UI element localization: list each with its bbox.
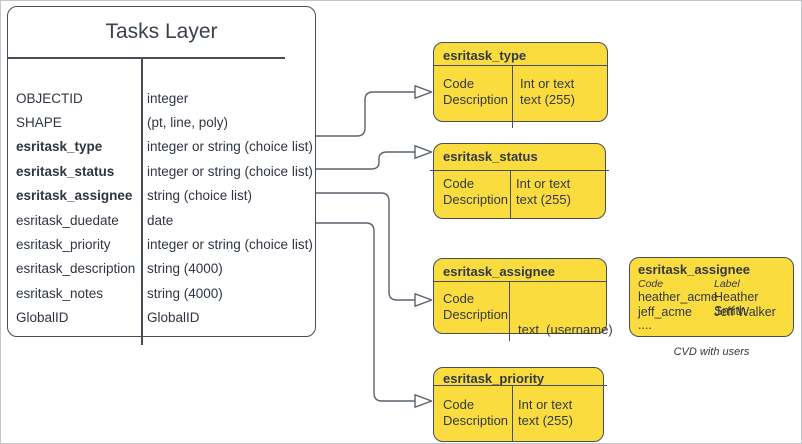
table-row: OBJECTID integer xyxy=(8,86,315,110)
connector-esritask-priority[interactable] xyxy=(316,222,433,408)
choice-box-esritask-assignee[interactable]: esritask_assignee Code Description text … xyxy=(433,258,613,384)
cell: text (255) xyxy=(518,412,573,428)
cell: Code xyxy=(443,76,475,91)
field-type: GlobalID xyxy=(147,310,200,326)
choice-box-title: esritask_assignee xyxy=(443,264,556,279)
table-row: esritask_status integer or string (choice… xyxy=(8,159,315,183)
cell: Int or text xyxy=(518,397,573,412)
field-type: integer or string (choice list) xyxy=(147,139,313,155)
choice-box-title: esritask_type xyxy=(443,48,527,63)
cvd-box-title: esritask_assignee xyxy=(638,262,751,277)
field-list: OBJECTID integer SHAPE (pt, line, poly) es… xyxy=(8,86,315,330)
connector-esritask-type[interactable] xyxy=(316,85,433,137)
type-column: Int or text text (255) xyxy=(516,176,571,207)
cell: Int or text xyxy=(516,176,571,191)
field-type: integer or string (choice list) xyxy=(147,163,313,179)
field-name: SHAPE xyxy=(16,115,62,131)
cell: Code xyxy=(443,291,475,306)
cvd-code-value: jeff_acme xyxy=(638,305,692,319)
choice-box-esritask-type[interactable]: esritask_type Code Description Int or te… xyxy=(433,42,608,128)
cell: text (username) xyxy=(518,322,613,337)
cell: text (255) xyxy=(520,91,575,107)
code-column: Code Description xyxy=(443,76,508,107)
cell: Code xyxy=(443,397,475,412)
field-type: date xyxy=(147,212,174,228)
field-type: string (choice list) xyxy=(147,188,253,204)
cvd-caption: CVD with users xyxy=(673,346,750,358)
field-type: integer or string (choice list) xyxy=(147,237,313,253)
cvd-label-value: Jeff Walker xyxy=(714,305,776,319)
table-row: esritask_notes string (4000) xyxy=(8,281,315,305)
field-name: esritask_notes xyxy=(16,285,104,301)
cvd-code-header: Code xyxy=(638,278,664,290)
open-arrow-icon xyxy=(414,145,433,159)
column-divider xyxy=(509,281,511,341)
cell: text (255) xyxy=(516,191,571,207)
choice-box-esritask-priority[interactable]: esritask_priority Code Description Int o… xyxy=(433,367,607,442)
table-row: esritask_priority integer or string (choi… xyxy=(8,232,315,256)
column-divider xyxy=(512,65,514,128)
field-type: (pt, line, poly) xyxy=(147,115,229,131)
column-divider xyxy=(512,385,514,441)
cell: Description xyxy=(443,412,509,428)
cvd-label-header: Label xyxy=(714,278,740,290)
cvd-code-value: heather_acme xyxy=(638,290,718,304)
field-name: esritask_type xyxy=(16,139,103,155)
field-name: esritask_duedate xyxy=(16,212,119,228)
table-row: esritask_assignee string (choice list) xyxy=(8,184,315,208)
cell: Description xyxy=(443,306,509,322)
header-divider xyxy=(430,170,609,172)
choice-box-esritask-status[interactable]: esritask_status Code Description Int or … xyxy=(430,143,609,219)
tasks-layer-table[interactable]: Tasks Layer OBJECTID integer SHAPE (pt, li… xyxy=(7,6,316,345)
choice-box-title: esritask_priority xyxy=(443,371,545,386)
field-name: GlobalID xyxy=(16,310,69,326)
code-column: Code Description xyxy=(443,176,508,207)
cvd-more-ellipsis: .... xyxy=(638,318,652,332)
field-name: esritask_description xyxy=(16,261,136,277)
code-column: Code Description xyxy=(443,397,508,428)
table-row: SHAPE (pt, line, poly) xyxy=(8,110,315,134)
header-divider xyxy=(434,281,606,283)
header-divider xyxy=(434,385,607,387)
open-arrow-icon xyxy=(414,85,433,99)
code-column: Code Description xyxy=(443,291,508,322)
tasks-layer-title: Tasks Layer xyxy=(105,20,218,43)
choice-box-title: esritask_status xyxy=(443,149,538,164)
table-row: esritask_duedate date xyxy=(8,208,315,232)
cvd-label-value: Heather Smith xyxy=(714,290,759,318)
type-column: Int or text text (255) xyxy=(520,76,575,107)
table-row: esritask_type integer or string (choice l… xyxy=(8,135,315,159)
field-name: OBJECTID xyxy=(16,90,83,106)
connector-esritask-assignee[interactable] xyxy=(316,192,433,307)
field-name: esritask_priority xyxy=(16,237,111,253)
column-divider xyxy=(510,170,512,218)
cell: Description xyxy=(443,191,509,207)
title-divider xyxy=(8,57,285,59)
type-column: Int or text text (255) xyxy=(518,397,573,428)
cell: Code xyxy=(443,176,475,191)
field-type: string (4000) xyxy=(147,285,223,301)
field-type: string (4000) xyxy=(147,261,223,277)
open-arrow-icon xyxy=(414,394,433,408)
field-type: integer xyxy=(147,90,189,106)
table-row: esritask_description string (4000) xyxy=(8,257,315,281)
field-name: esritask_assignee xyxy=(16,188,133,204)
connector-esritask-status[interactable] xyxy=(316,145,433,170)
cell: Int or text xyxy=(520,76,575,91)
field-name: esritask_status xyxy=(16,163,115,179)
header-divider xyxy=(434,65,607,67)
table-row: GlobalID GlobalID xyxy=(8,306,315,330)
open-arrow-icon xyxy=(414,293,433,307)
column-divider xyxy=(141,57,143,345)
cell: Description xyxy=(443,91,509,107)
cvd-box-esritask-assignee[interactable]: esritask_assignee Code Label heather_acm… xyxy=(629,257,794,337)
